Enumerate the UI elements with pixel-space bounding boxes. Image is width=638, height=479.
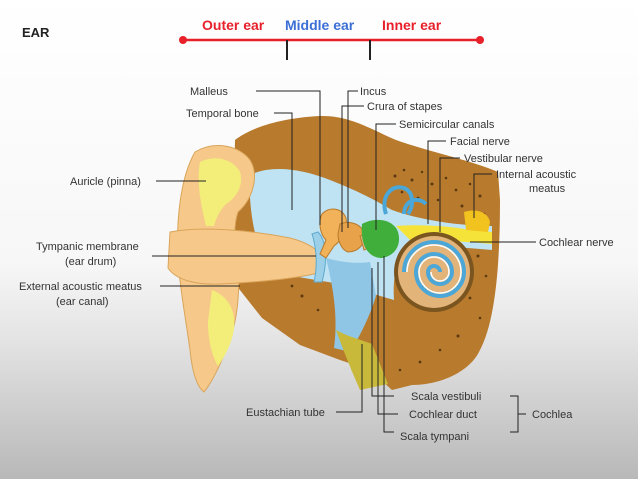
external-acoustic-meatus-label-line1: External acoustic meatus: [19, 281, 142, 293]
cochlear-duct-label: Cochlear duct: [409, 409, 477, 421]
region-bar-end-dot: [476, 36, 484, 44]
scala-vestibuli-label: Scala vestibuli: [411, 391, 481, 403]
malleus-label: Malleus: [190, 86, 228, 98]
eustachian-tube-label: Eustachian tube: [246, 407, 325, 419]
crura-of-stapes-label: Crura of stapes: [367, 101, 443, 113]
cartilage-shape: [198, 158, 242, 226]
vestibule-shape: [361, 219, 400, 258]
inner-ear-label: Inner ear: [382, 17, 442, 33]
tympanic-membrane-label-line1: Tympanic membrane: [36, 241, 139, 253]
middle-ear-label: Middle ear: [285, 17, 355, 33]
facial-nerve-label: Facial nerve: [450, 136, 510, 148]
temporal-bone-label: Temporal bone: [186, 108, 259, 120]
scala-tympani-label: Scala tympani: [400, 431, 469, 443]
ear-illustration: [167, 115, 500, 393]
semicircular-canals-shape: [382, 185, 428, 216]
cochlea-shape: [394, 232, 474, 312]
leader-lines: [152, 90, 536, 433]
region-header: Outer ear Middle ear Inner ear: [179, 17, 484, 60]
middle-ear-cavity-shape: [326, 258, 376, 352]
incus-label: Incus: [360, 86, 387, 98]
cochlear-nerve-label: Cochlear nerve: [539, 237, 614, 249]
cartilage-lower-shape: [208, 290, 235, 366]
cochlea-label: Cochlea: [532, 409, 573, 421]
internal-acoustic-meatus-shape: [464, 210, 490, 232]
tympanic-membrane-shape: [311, 231, 326, 283]
outer-ear-label: Outer ear: [202, 17, 265, 33]
labels: Malleus Incus Temporal bone Crura of sta…: [19, 86, 614, 443]
region-bar-start-dot: [179, 36, 187, 44]
internal-acoustic-meatus-label-line1: Internal acoustic: [496, 169, 577, 181]
internal-acoustic-meatus-label-line2: meatus: [529, 183, 566, 195]
vestibular-nerve-label: Vestibular nerve: [464, 153, 543, 165]
tympanic-membrane-label-line2: (ear drum): [65, 256, 116, 268]
page-title: EAR: [22, 25, 50, 40]
semicircular-canals-label: Semicircular canals: [399, 119, 495, 131]
incus-shape: [337, 221, 365, 253]
external-acoustic-meatus-label-line2: (ear canal): [56, 296, 109, 308]
auricle-label: Auricle (pinna): [70, 176, 141, 188]
